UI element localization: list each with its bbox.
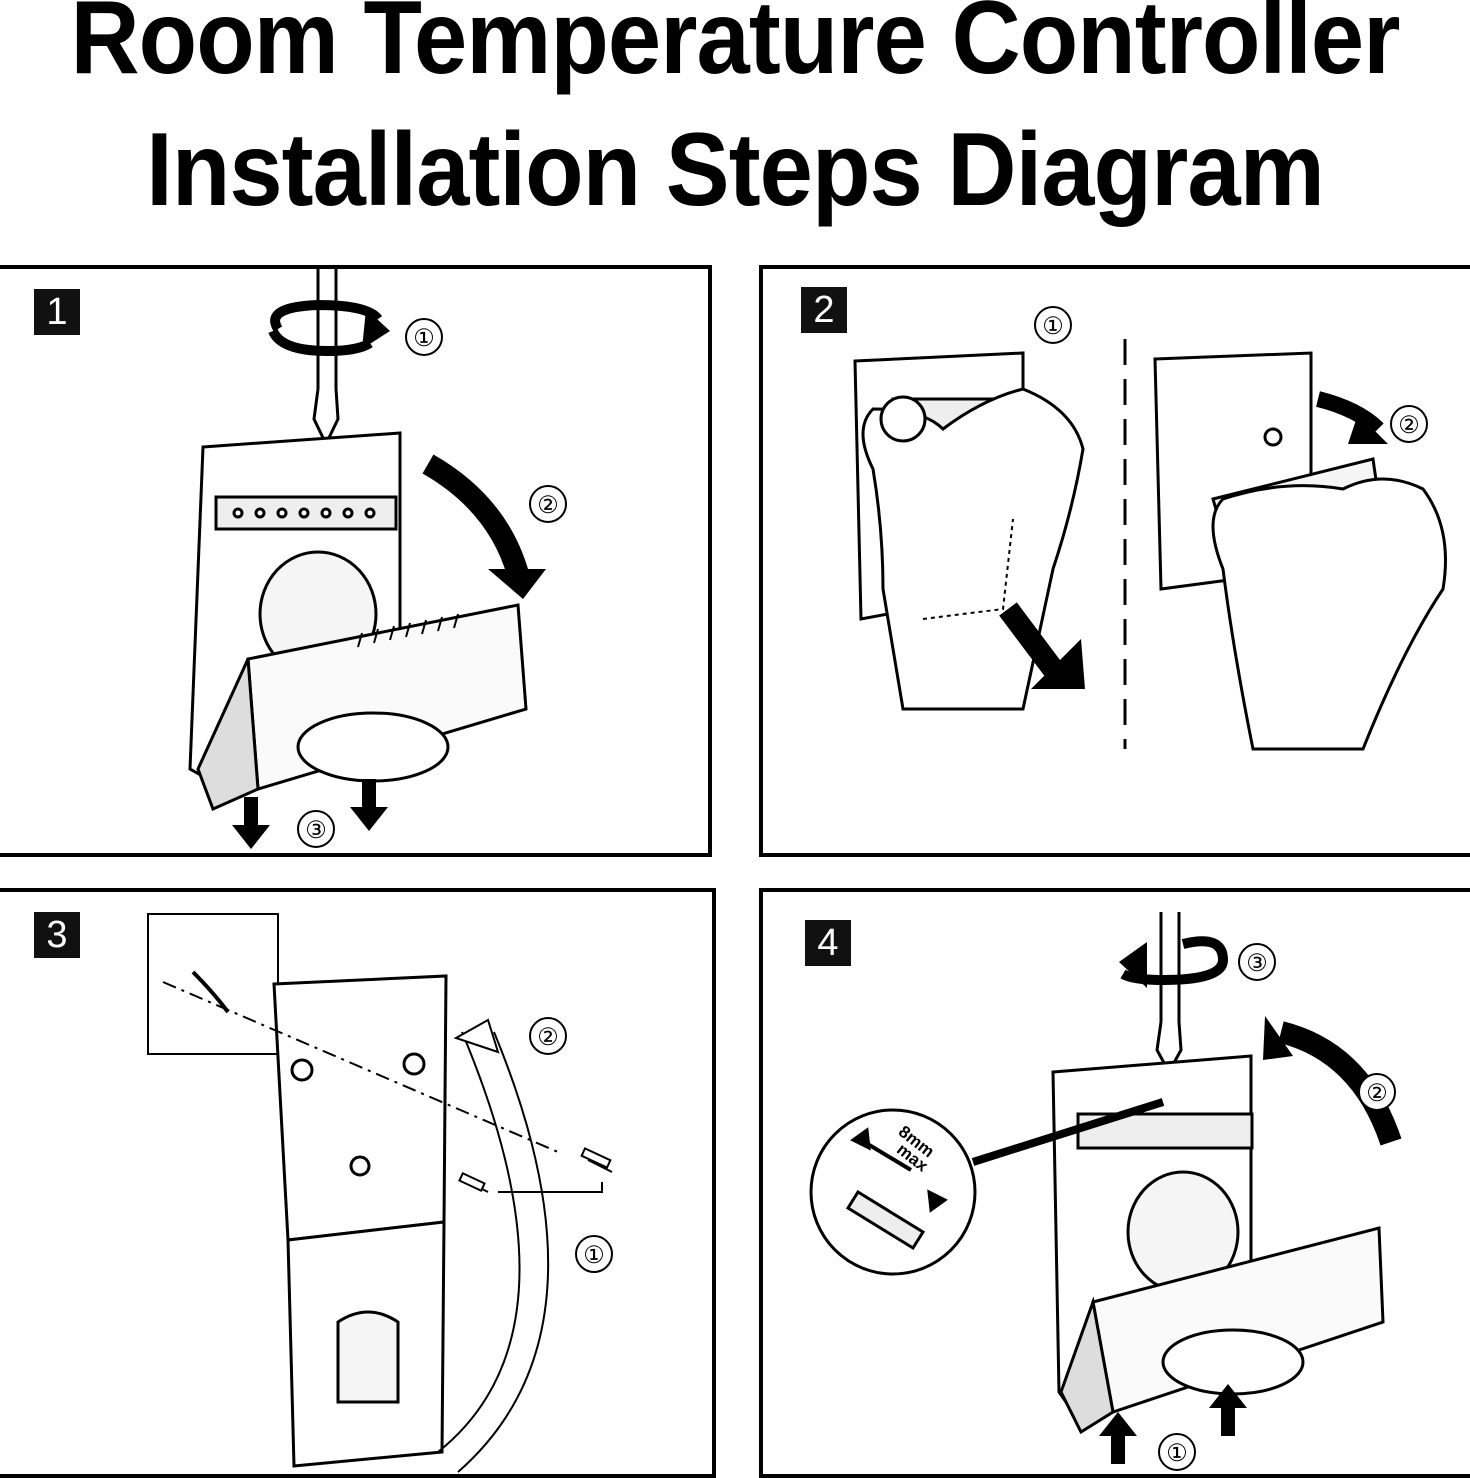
step-1-illustration: ① ② ③: [188, 269, 567, 849]
thermostat-cover: [196, 603, 528, 812]
svg-text:②: ②: [1398, 412, 1420, 439]
step-2-panel: 2 ① ②: [759, 265, 1470, 857]
hand-right-icon: [1211, 457, 1447, 751]
curved-arrow-down-icon: [422, 454, 546, 599]
rotate-arrow-icon: [268, 299, 390, 357]
step-4-panel: 4 8mm max: [759, 888, 1470, 1478]
step-2-number: 2: [801, 287, 847, 333]
step-3-panel: 3 ① ②: [0, 888, 716, 1478]
step-1-panel: 1: [0, 265, 712, 857]
curved-arrow-right-icon: [1315, 391, 1388, 444]
callout-3: ③: [1238, 943, 1276, 981]
curved-arrow-up-icon: [1263, 1016, 1402, 1146]
title-line-1: Room Temperature Controller: [70, 0, 1400, 96]
svg-text:①: ①: [1042, 313, 1064, 340]
callout-2: ②: [529, 485, 567, 523]
callout-2: ②: [1358, 1073, 1396, 1111]
callout-2: ②: [1390, 405, 1428, 443]
step-4-illustration: 8mm max ① ② ③: [809, 912, 1402, 1471]
diagonal-arrow-icon: [999, 602, 1085, 689]
callout-1: ①: [405, 318, 443, 356]
svg-text:③: ③: [305, 817, 327, 844]
step-3-illustration: ① ②: [147, 913, 613, 1473]
svg-text:②: ②: [1366, 1080, 1388, 1107]
screwdriver-icon: [312, 269, 340, 448]
callout-3: ③: [297, 810, 335, 848]
svg-text:②: ②: [537, 492, 559, 519]
callout-1: ①: [1158, 1433, 1196, 1471]
svg-text:①: ①: [1166, 1440, 1188, 1467]
svg-text:③: ③: [1246, 950, 1268, 977]
step-2-illustration: ① ②: [853, 306, 1447, 751]
step-1-number: 1: [34, 289, 80, 335]
thermostat-cover: [1059, 1226, 1385, 1435]
screwdriver-icon: [1155, 912, 1183, 1076]
svg-text:①: ①: [583, 1242, 605, 1269]
svg-text:②: ②: [537, 1024, 559, 1051]
screws-icon: [458, 1147, 613, 1193]
title-line-2: Installation Steps Diagram: [146, 112, 1325, 228]
step-3-number: 3: [34, 912, 80, 958]
down-arrows-icon: [232, 779, 388, 849]
callout-1: ①: [1034, 306, 1072, 344]
callout-1: ①: [575, 1235, 613, 1273]
step-4-number: 4: [805, 920, 851, 966]
up-arrows-icon: [1099, 1384, 1247, 1464]
screws-bracket: [498, 1182, 603, 1193]
callout-2: ②: [529, 1017, 567, 1055]
base-plate: [272, 974, 448, 1468]
svg-text:①: ①: [413, 325, 435, 352]
rotate-arrow-icon: [1119, 936, 1229, 988]
wire-detail-icon: 8mm max: [809, 1098, 1165, 1276]
curved-arrow-up-icon: [437, 1018, 550, 1473]
